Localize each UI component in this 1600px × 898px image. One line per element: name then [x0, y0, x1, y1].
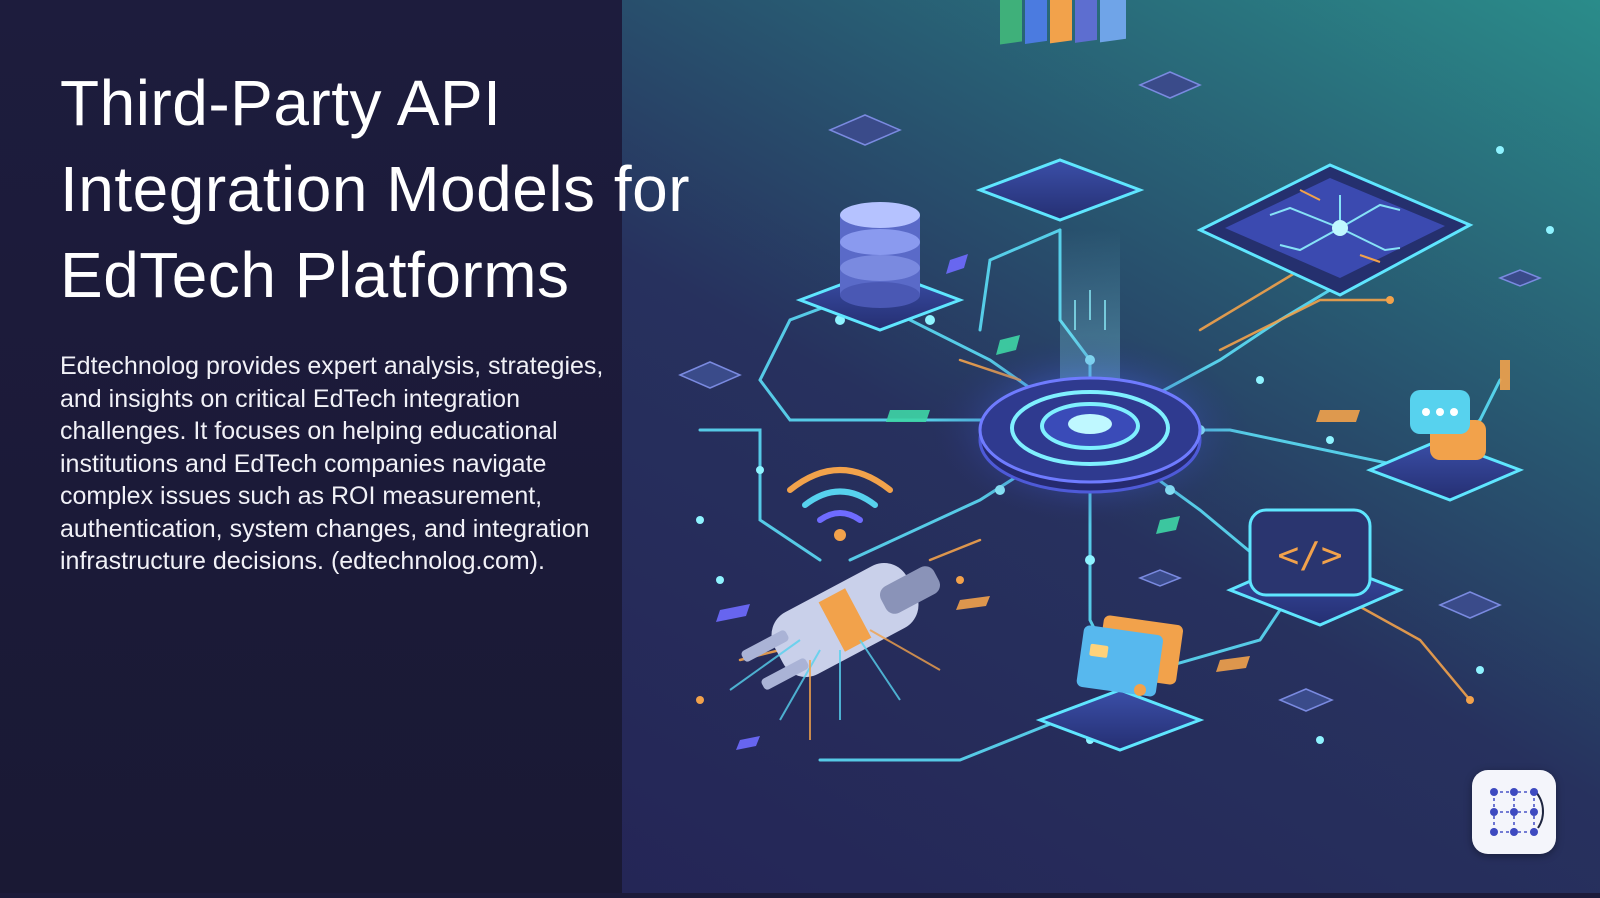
central-hub-icon	[930, 335, 1250, 525]
graduation-cap-icon	[678, 71, 1543, 712]
books-icon	[975, 0, 1145, 222]
wifi-icon	[787, 467, 893, 541]
page-title: Third-Party API Integration Models for E…	[60, 67, 690, 311]
text-panel	[0, 0, 622, 893]
code-symbol: </>	[1277, 535, 1342, 576]
description-text: Edtechnolog provides expert analysis, st…	[60, 352, 604, 575]
network-grid-icon	[1490, 788, 1544, 836]
logo-badge[interactable]	[1472, 770, 1556, 854]
power-plug-icon	[729, 563, 941, 740]
database-icon	[795, 202, 965, 332]
chat-bubble-icon	[1365, 390, 1525, 502]
code-icon: </>	[1226, 508, 1404, 627]
circuit-chip-icon	[1196, 163, 1474, 297]
credit-card-icon	[1035, 615, 1205, 752]
